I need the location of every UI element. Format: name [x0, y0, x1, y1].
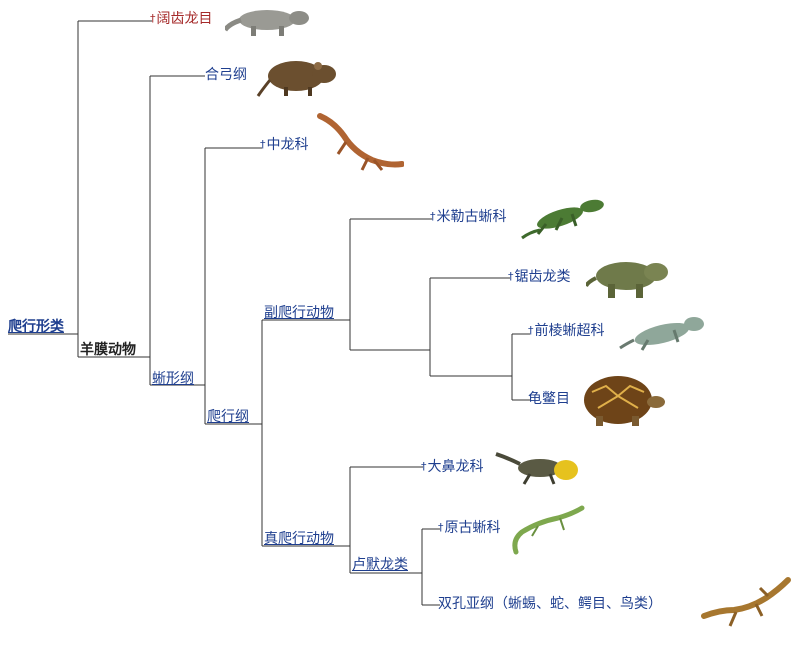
leaf-name: 中龙科 [266, 137, 309, 153]
mesosaurus-icon [317, 113, 404, 171]
extinct-dagger: † [430, 210, 436, 223]
leaf-name: 大鼻龙科 [427, 459, 484, 475]
diadectes-icon [225, 10, 309, 36]
leaf-label-diadectomorpha[interactable]: †阔齿龙目 [150, 10, 213, 28]
leaf-label-protorothyrididae[interactable]: †原古蜥科 [438, 519, 501, 537]
clade-label-amniota[interactable]: 羊膜动物 [80, 342, 136, 358]
clade-label-eureptilia[interactable]: 真爬行动物 [264, 531, 334, 547]
leaf-label-procolophonoidea[interactable]: †前棱蜥超科 [528, 322, 605, 340]
leaf-name: 双孔亚纲（蜥蜴、蛇、鳄目、鸟类） [438, 596, 662, 612]
leaf-label-testudines[interactable]: 龟鳖目 [528, 390, 570, 408]
extinct-dagger: † [508, 270, 514, 283]
leaf-name: 米勒古蜥科 [436, 209, 507, 225]
leaf-name: 合弓纲 [205, 67, 247, 83]
clade-label-sauropsida[interactable]: 蜥形纲 [152, 371, 194, 387]
leaf-label-captorhinidae[interactable]: †大鼻龙科 [421, 458, 484, 476]
procolophonid-icon [619, 317, 704, 351]
clade-label-romeriida[interactable]: 卢默龙类 [352, 557, 408, 573]
tortoise-icon [584, 376, 665, 426]
leaf-label-synapsida[interactable]: 合弓纲 [205, 66, 247, 84]
clade-label-root[interactable]: 爬行形类 [8, 319, 64, 335]
extinct-dagger: † [150, 12, 156, 25]
lizard-icon [701, 577, 791, 627]
leaf-name: 前棱蜥超科 [534, 323, 605, 339]
leaf-name: 锯齿龙类 [514, 269, 571, 285]
leaf-label-millerettidae[interactable]: †米勒古蜥科 [430, 208, 507, 226]
clade-label-reptilia[interactable]: 爬行纲 [207, 409, 249, 425]
rat-icon [256, 61, 336, 97]
leaf-label-diapsida[interactable]: 双孔亚纲（蜥蜴、蛇、鳄目、鸟类） [438, 595, 662, 613]
extinct-dagger: † [421, 460, 427, 473]
protorothyris-icon [512, 505, 585, 555]
captorhinus-icon [495, 452, 578, 485]
leaf-name: 阔齿龙目 [156, 11, 213, 27]
extinct-dagger: † [528, 324, 534, 337]
milleretta-icon [521, 199, 604, 240]
extinct-dagger: † [260, 138, 266, 151]
pareiasaur-icon [586, 262, 668, 298]
leaf-name: 原古蜥科 [444, 520, 501, 536]
clade-label-parareptilia[interactable]: 副爬行动物 [264, 305, 334, 321]
extinct-dagger: † [438, 521, 444, 534]
leaf-name: 龟鳖目 [528, 391, 570, 407]
leaf-label-pareiasauria[interactable]: †锯齿龙类 [508, 268, 571, 286]
leaf-label-mesosauridae[interactable]: †中龙科 [260, 136, 309, 154]
